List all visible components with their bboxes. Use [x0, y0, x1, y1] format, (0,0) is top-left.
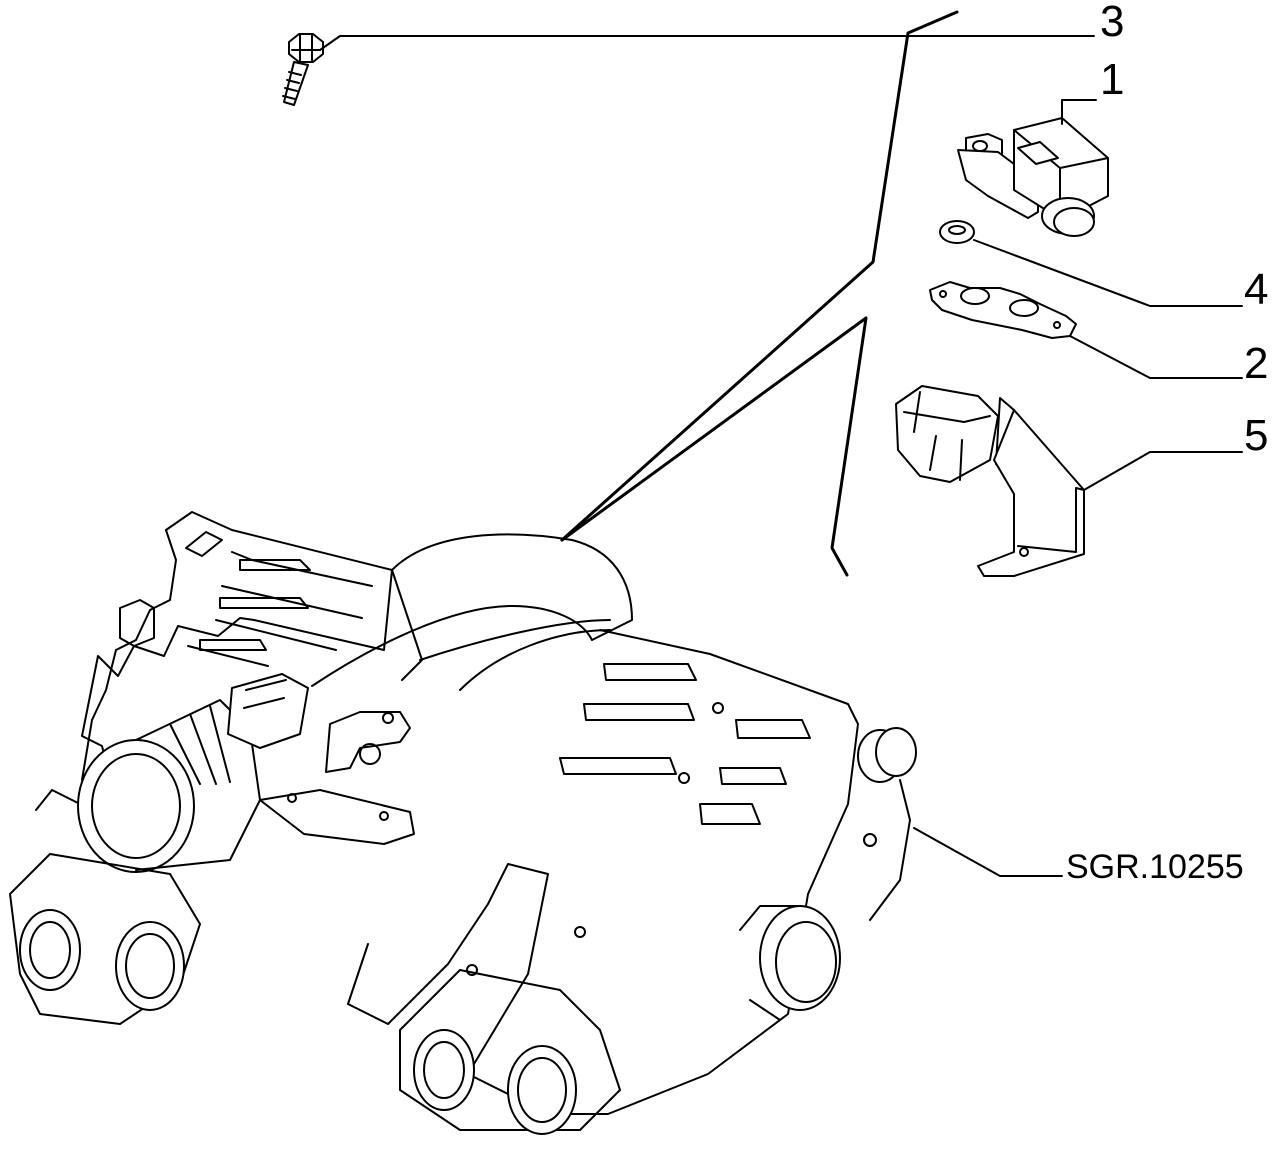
bolt-part-3	[282, 33, 324, 106]
callout-1: 1	[1100, 55, 1125, 104]
callout-4: 4	[1244, 265, 1269, 314]
callout-2: 2	[1244, 339, 1269, 388]
callout-5: 5	[1244, 411, 1269, 460]
intake-manifold	[9, 511, 1063, 1135]
bracket-part-5	[895, 385, 1243, 577]
gasket-part-2	[929, 281, 1243, 379]
drawing-code: SGR.10255	[1066, 848, 1244, 886]
sensor-part-1	[957, 99, 1109, 237]
leader-lines-top	[319, 35, 1095, 101]
washer-part-4	[939, 220, 1243, 307]
assembly-bracket-lines	[560, 10, 959, 577]
callout-3: 3	[1100, 0, 1125, 46]
